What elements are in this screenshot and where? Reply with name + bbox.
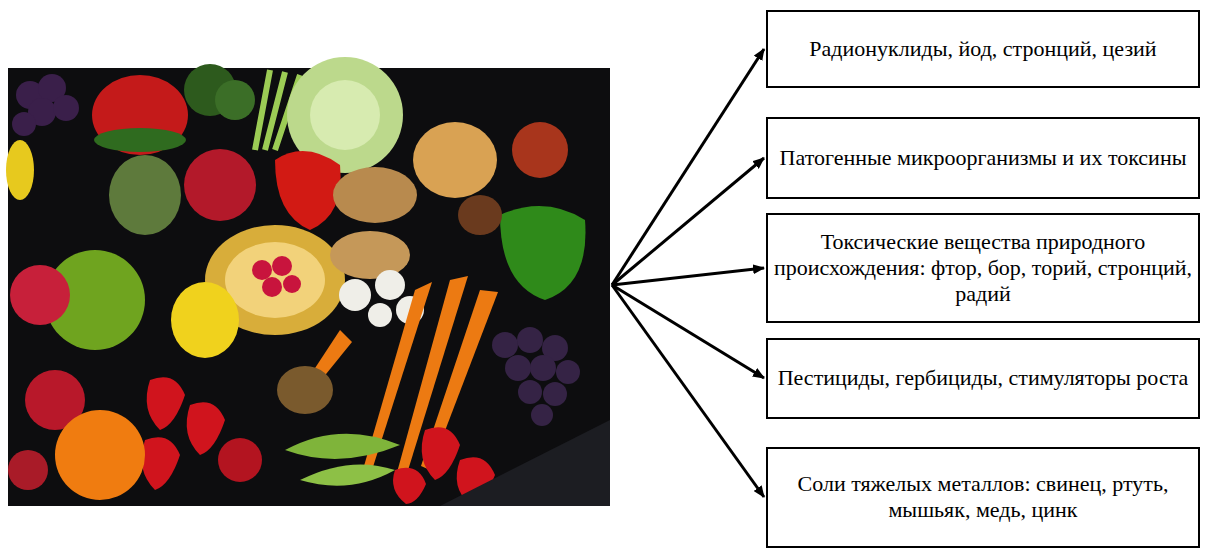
leader-arrow bbox=[612, 285, 764, 378]
leader-arrow bbox=[612, 268, 764, 285]
box-text: Соли тяжелых металлов: свинец, ртуть, мы… bbox=[774, 471, 1192, 523]
box-text: Токсические вещества природного происхож… bbox=[774, 229, 1192, 307]
leader-arrow bbox=[612, 285, 764, 497]
hazard-box: Соли тяжелых металлов: свинец, ртуть, мы… bbox=[766, 447, 1200, 548]
box-text: Радионуклиды, йод, стронций, цезий bbox=[809, 36, 1156, 62]
hazard-box: Радионуклиды, йод, стронций, цезий bbox=[766, 10, 1200, 88]
hazard-box: Патогенные микроорганизмы и их токсины bbox=[766, 117, 1200, 199]
leader-arrow bbox=[612, 49, 764, 285]
box-text: Патогенные микроорганизмы и их токсины bbox=[780, 145, 1187, 171]
leader-arrow bbox=[612, 158, 764, 285]
hazard-box: Пестициды, гербициды, стимуляторы роста bbox=[766, 338, 1200, 419]
hazard-box: Токсические вещества природного происхож… bbox=[766, 213, 1200, 323]
box-text: Пестициды, гербициды, стимуляторы роста bbox=[778, 365, 1189, 391]
